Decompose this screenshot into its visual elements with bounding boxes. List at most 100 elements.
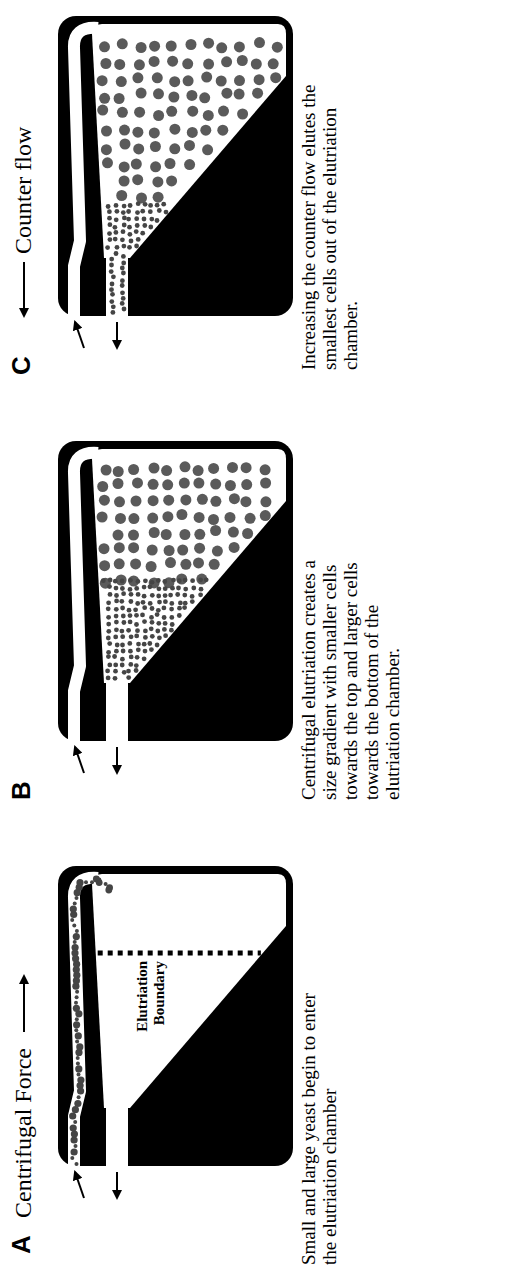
cell-dot bbox=[128, 513, 139, 524]
cell-dot bbox=[202, 144, 213, 155]
cell-dot bbox=[113, 237, 118, 242]
cell-dot bbox=[114, 542, 125, 553]
cell-dot bbox=[128, 587, 133, 592]
cell-dot bbox=[76, 879, 83, 886]
cell-dot bbox=[121, 254, 126, 259]
cell-dot bbox=[140, 613, 145, 618]
cell-dot bbox=[149, 615, 154, 620]
cell-dot bbox=[73, 902, 77, 906]
cell-dot bbox=[106, 622, 111, 627]
cell-dot bbox=[75, 1065, 82, 1072]
cell-dot bbox=[268, 58, 279, 69]
cell-dot bbox=[126, 669, 131, 674]
cell-dot bbox=[113, 579, 118, 584]
cell-dot bbox=[156, 594, 161, 599]
cell-dot bbox=[77, 1076, 84, 1083]
cell-dot bbox=[150, 580, 155, 585]
cell-dot bbox=[187, 127, 198, 138]
cell-dot bbox=[76, 1056, 80, 1060]
cell-dot bbox=[217, 125, 228, 136]
cell-dot bbox=[70, 1124, 77, 1131]
cell-dot bbox=[149, 217, 154, 222]
cell-dot bbox=[163, 495, 174, 506]
cell-dot bbox=[143, 629, 148, 634]
cell-dot bbox=[128, 649, 133, 654]
cell-dot bbox=[134, 622, 139, 627]
cell-dot bbox=[155, 218, 160, 223]
cell-dot bbox=[97, 512, 108, 523]
cell-dot bbox=[254, 37, 265, 48]
cell-dot bbox=[97, 481, 108, 492]
cell-dot bbox=[114, 649, 119, 654]
cell-dot bbox=[171, 578, 176, 583]
cell-group bbox=[69, 876, 113, 1167]
cell-dot bbox=[204, 577, 209, 582]
cell-dot bbox=[149, 41, 160, 52]
cell-dot bbox=[75, 1039, 79, 1043]
cell-dot bbox=[131, 159, 142, 170]
cell-dot bbox=[136, 579, 141, 584]
cell-dot bbox=[148, 479, 159, 490]
cell-dot bbox=[121, 591, 126, 596]
cell-dot bbox=[210, 525, 221, 536]
cell-dot bbox=[186, 39, 197, 50]
cell-dot bbox=[113, 530, 124, 541]
cell-dot bbox=[164, 210, 169, 215]
cell-dot bbox=[122, 204, 127, 209]
cell-dot bbox=[122, 223, 127, 228]
cell-dot bbox=[106, 606, 111, 611]
cell-dot bbox=[107, 209, 112, 214]
cell-dot bbox=[128, 620, 133, 625]
cell-dot bbox=[128, 530, 139, 541]
cell-dot bbox=[106, 636, 111, 641]
cell-dot bbox=[122, 216, 127, 221]
cell-group bbox=[97, 37, 283, 315]
cell-dot bbox=[120, 266, 125, 271]
cell-dot bbox=[108, 237, 113, 242]
cell-dot bbox=[120, 657, 125, 662]
cell-dot bbox=[113, 466, 124, 477]
cell-dot bbox=[135, 655, 140, 660]
flow-arrow bbox=[23, 262, 25, 316]
cell-dot bbox=[190, 599, 195, 604]
cell-dot bbox=[157, 600, 162, 605]
cell-dot bbox=[194, 529, 205, 540]
cell-dot bbox=[114, 614, 119, 619]
cell-dot bbox=[169, 628, 174, 633]
cell-dot bbox=[120, 606, 125, 611]
cell-dot bbox=[234, 41, 245, 52]
cell-dot bbox=[97, 75, 108, 86]
cell-dot bbox=[142, 605, 147, 610]
cell-dot bbox=[149, 56, 160, 67]
cell-dot bbox=[175, 592, 180, 597]
cell-dot bbox=[184, 140, 195, 151]
cell-dot bbox=[128, 578, 133, 583]
cell-dot bbox=[161, 529, 172, 540]
cell-dot bbox=[208, 514, 219, 525]
cell-dot bbox=[121, 229, 126, 234]
cell-dot bbox=[163, 621, 168, 626]
cell-dot bbox=[164, 545, 175, 556]
cell-dot bbox=[241, 462, 252, 473]
cell-dot bbox=[134, 59, 145, 70]
cell-dot bbox=[114, 593, 119, 598]
cell-dot bbox=[155, 612, 160, 617]
cell-dot bbox=[162, 479, 173, 490]
cell-dot bbox=[106, 654, 111, 659]
cell-dot bbox=[143, 202, 148, 207]
cell-dot bbox=[101, 144, 112, 155]
cell-dot bbox=[162, 511, 173, 522]
cell-dot bbox=[104, 882, 108, 886]
elutriation-chamber bbox=[58, 866, 293, 1198]
cell-dot bbox=[106, 615, 111, 620]
cell-dot bbox=[121, 649, 126, 654]
cell-dot bbox=[127, 245, 132, 250]
cell-dot bbox=[148, 225, 153, 230]
cell-dot bbox=[147, 513, 158, 524]
cell-dot bbox=[148, 601, 153, 606]
cell-dot bbox=[134, 229, 139, 234]
cell-dot bbox=[157, 635, 162, 640]
cell-dot bbox=[135, 223, 140, 228]
panel-caption: Small and large yeast begin to enter the… bbox=[298, 980, 340, 1265]
cell-dot bbox=[70, 905, 77, 912]
